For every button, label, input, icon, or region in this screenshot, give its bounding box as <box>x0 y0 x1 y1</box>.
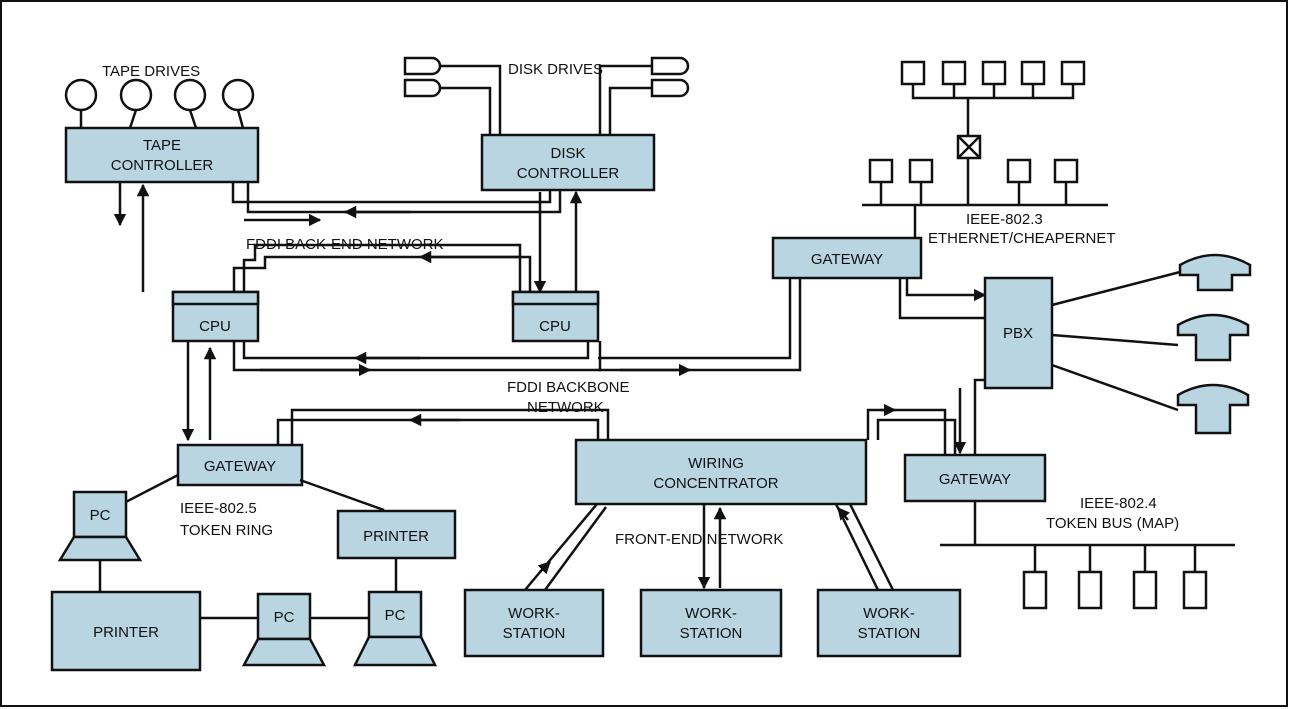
disk-controller-label-2: CONTROLLER <box>517 165 620 182</box>
fddi-backend-network <box>113 182 583 294</box>
gateway-label-top: GATEWAY <box>811 251 883 268</box>
disk-drives-label: DISK DRIVES <box>508 61 603 78</box>
disk-drive-icon <box>650 56 690 76</box>
fddi-backend-label: FDDI BACK-END NETWORK <box>246 236 444 253</box>
token-bus-label-1: IEEE-802.4 <box>1080 495 1157 512</box>
wiring-concentrator-label-1: WIRING <box>688 455 744 472</box>
tape-controller-box <box>64 126 260 184</box>
workstation-label-right-2: STATION <box>858 625 921 642</box>
pbx-label: PBX <box>1003 325 1033 342</box>
tape-drives <box>64 78 255 129</box>
workstation-label-middle-1: WORK- <box>685 605 737 622</box>
disk-drive-icon <box>403 56 442 76</box>
front-end-network <box>524 503 895 591</box>
pc-label-top-left: PC <box>90 507 111 524</box>
tape-drive-icon <box>64 78 98 112</box>
token-bus-label-2: TOKEN BUS (MAP) <box>1046 515 1179 532</box>
tape-drive-icon <box>119 78 153 112</box>
pc-monitor <box>72 490 128 539</box>
fddi-backbone-network <box>181 268 957 455</box>
printer-box-large <box>50 590 202 672</box>
pc-keyboard <box>241 637 327 667</box>
workstation-box-left <box>463 588 605 658</box>
printer-label-large: PRINTER <box>93 624 159 641</box>
fddi-backbone-label-2: NETWORK <box>527 399 604 416</box>
token-bus-network <box>940 501 1235 610</box>
tape-controller-label-2: CONTROLLER <box>111 157 214 174</box>
tape-drive-icon <box>173 78 207 112</box>
wiring-concentrator-label-2: CONCENTRATOR <box>653 475 778 492</box>
disk-drive-icon <box>403 78 442 98</box>
cpu-box-left-top <box>171 290 260 306</box>
ethernet-network <box>862 60 1108 238</box>
disk-controller-box <box>480 133 656 192</box>
pc-keyboard <box>352 635 438 667</box>
gateway-box-left <box>176 443 304 487</box>
pc-monitor <box>256 592 312 641</box>
printer-label-small: PRINTER <box>363 528 429 545</box>
phone-icon <box>1176 313 1250 362</box>
phone-icon <box>1178 253 1252 292</box>
telephones <box>1051 253 1252 435</box>
workstation-label-left-1: WORK- <box>508 605 560 622</box>
tape-drive-icon <box>221 78 255 112</box>
front-end-label: FRONT-END NETWORK <box>615 531 783 548</box>
gateway-box-top <box>771 236 923 280</box>
pc-label-bottom-right: PC <box>385 607 406 624</box>
workstation-label-left-2: STATION <box>503 625 566 642</box>
gateway-box-right <box>903 453 1047 503</box>
token-ring-label-2: TOKEN RING <box>180 522 273 539</box>
pc-label-bottom-middle: PC <box>274 609 295 626</box>
workstation-box-middle <box>639 588 783 658</box>
pc-keyboard <box>57 535 143 562</box>
tape-controller-label-1: TAPE <box>143 137 181 154</box>
pc-monitor <box>367 590 423 639</box>
wiring-concentrator-box <box>574 438 868 506</box>
pc-bottom-right <box>352 590 438 667</box>
pc-top-left <box>57 490 143 562</box>
ethernet-label-1: IEEE-802.3 <box>966 211 1043 228</box>
gateway-label-right: GATEWAY <box>939 471 1011 488</box>
workstation-box-right <box>816 588 962 658</box>
disk-drives <box>403 56 690 135</box>
cpu-label-left: CPU <box>199 318 231 335</box>
pbx-box <box>983 276 1054 390</box>
cpu-label-right: CPU <box>539 318 571 335</box>
gateway-label-left: GATEWAY <box>204 458 276 475</box>
disk-controller-label-1: DISK <box>550 145 585 162</box>
fddi-backbone-label-1: FDDI BACKBONE <box>507 379 630 396</box>
workstation-label-middle-2: STATION <box>680 625 743 642</box>
tape-drives-label: TAPE DRIVES <box>102 63 200 80</box>
disk-drive-icon <box>650 78 690 98</box>
cpu-box-right-top <box>511 290 600 306</box>
token-ring-label-1: IEEE-802.5 <box>180 500 257 517</box>
pc-bottom-middle <box>241 592 327 667</box>
phone-icon <box>1176 383 1250 435</box>
ethernet-label-2: ETHERNET/CHEAPERNET <box>928 230 1116 247</box>
workstation-label-right-1: WORK- <box>863 605 915 622</box>
